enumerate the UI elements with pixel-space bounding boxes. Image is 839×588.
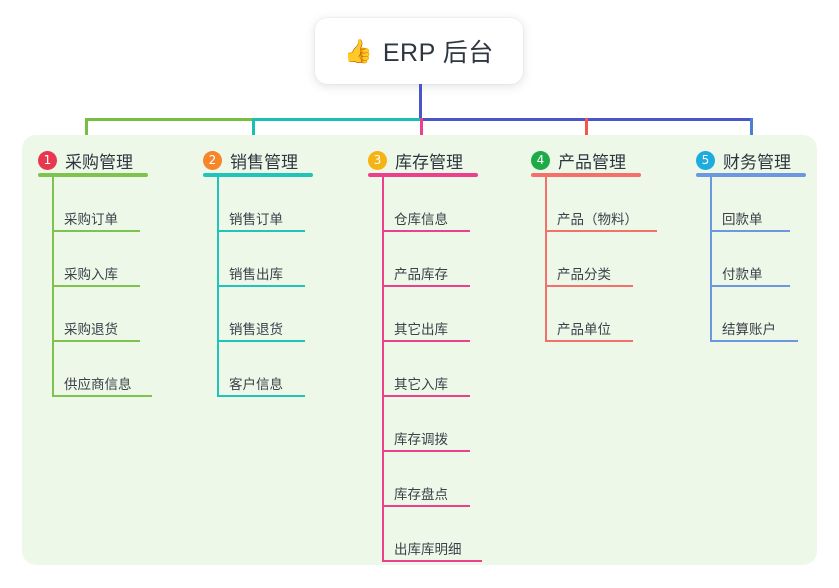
branch-item-label: 库存盘点 (394, 487, 448, 502)
branch-header-finance[interactable]: 5 财务管理 (696, 148, 791, 173)
branch-header-rule-purchase (38, 173, 148, 177)
branch-header-rule-product (531, 173, 641, 177)
branch-item-rule (52, 285, 140, 287)
root-stem-wire (419, 84, 422, 121)
root-node-title: ERP 后台 (382, 39, 494, 67)
branch-item-rule (52, 340, 140, 342)
branch-header-product[interactable]: 4 产品管理 (531, 148, 626, 173)
branch-item-label: 产品（物料） (557, 212, 638, 227)
branch-item-rule (545, 230, 657, 232)
branch-item-rule (52, 230, 140, 232)
branch-header-inventory[interactable]: 3 库存管理 (368, 148, 463, 173)
branch-item-label: 销售订单 (229, 212, 283, 227)
branch-item-label: 采购退货 (64, 322, 118, 337)
branch-item-label: 采购订单 (64, 212, 118, 227)
branch-item-rule (382, 230, 470, 232)
bus-segment-teal (252, 118, 420, 121)
branch-item-label: 仓库信息 (394, 212, 448, 227)
branch-item-label: 客户信息 (229, 377, 283, 392)
branch-item-label: 产品分类 (557, 267, 611, 282)
branch-item-rule (382, 450, 470, 452)
branch-item-rule (52, 395, 152, 397)
branch-item-label: 产品单位 (557, 322, 611, 337)
branch-item-label: 付款单 (722, 267, 763, 282)
branch-badge-finance: 5 (696, 151, 715, 170)
branch-title-product: 产品管理 (558, 153, 626, 172)
branch-item-label: 其它入库 (394, 377, 448, 392)
thumbs-up-icon: 👍 (344, 37, 373, 64)
branch-header-rule-inventory (368, 173, 478, 177)
branch-item-label: 供应商信息 (64, 377, 132, 392)
bus-segment-green (85, 118, 252, 121)
branch-item-label: 产品库存 (394, 267, 448, 282)
branch-item-rule (382, 560, 482, 562)
branch-item-rule (217, 340, 305, 342)
branch-header-rule-sales (203, 173, 313, 177)
branch-item-rule (382, 340, 470, 342)
branch-item-label: 采购入库 (64, 267, 118, 282)
branch-header-purchase[interactable]: 1 采购管理 (38, 148, 133, 173)
branch-item-rule (710, 285, 790, 287)
branch-item-rule (217, 395, 305, 397)
branch-title-purchase: 采购管理 (65, 153, 133, 172)
branch-item-label: 销售退货 (229, 322, 283, 337)
branch-item-rule (710, 230, 790, 232)
branch-badge-sales: 2 (203, 151, 222, 170)
branch-header-sales[interactable]: 2 销售管理 (203, 148, 298, 173)
branch-badge-purchase: 1 (38, 151, 57, 170)
branch-item-label: 结算账户 (722, 322, 776, 337)
branch-item-rule (710, 340, 798, 342)
branches-panel: 1 采购管理采购订单采购入库采购退货供应商信息 2 销售管理销售订单销售出库销售退货客… (22, 135, 817, 565)
branch-item-label: 库存调拨 (394, 432, 448, 447)
branch-title-finance: 财务管理 (723, 153, 791, 172)
branch-item-rule (382, 285, 470, 287)
branch-item-label: 回款单 (722, 212, 763, 227)
branch-item-label: 出库库明细 (394, 542, 462, 557)
branch-item-label: 其它出库 (394, 322, 448, 337)
branch-title-sales: 销售管理 (230, 153, 298, 172)
branch-item-rule (545, 340, 633, 342)
branch-header-rule-finance (696, 173, 806, 177)
branch-badge-product: 4 (531, 151, 550, 170)
branch-item-rule (217, 285, 305, 287)
branch-badge-inventory: 3 (368, 151, 387, 170)
branch-item-rule (382, 505, 470, 507)
root-node-card[interactable]: 👍 ERP 后台 (315, 18, 523, 84)
branch-item-rule (217, 230, 305, 232)
branch-spine-inventory (382, 175, 384, 562)
branch-spine-finance (710, 175, 712, 342)
branch-spine-product (545, 175, 547, 342)
branch-item-rule (382, 395, 470, 397)
branch-title-inventory: 库存管理 (395, 153, 463, 172)
branch-item-label: 销售出库 (229, 267, 283, 282)
branch-item-rule (545, 285, 633, 287)
